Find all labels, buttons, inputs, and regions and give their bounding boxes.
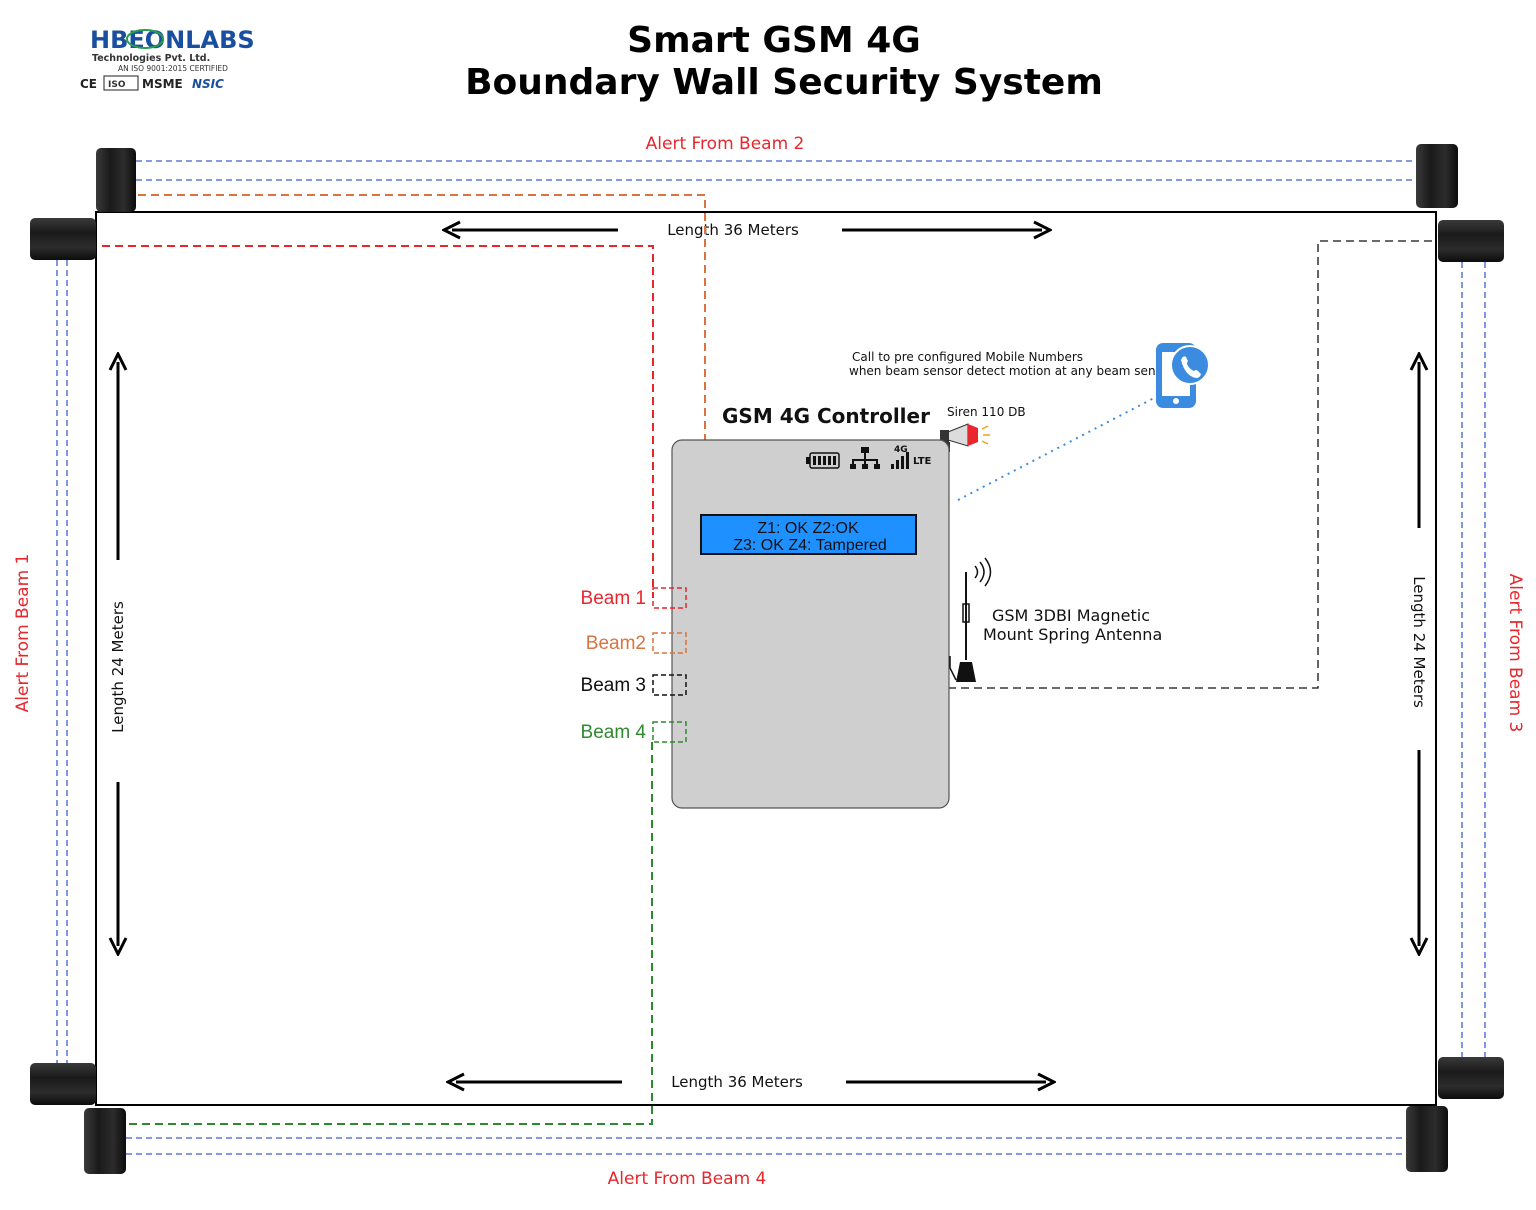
logo-certification: AN ISO 9001:2015 CERTIFIED: [118, 64, 228, 73]
signal-icon: 4G LTE: [891, 445, 932, 469]
antenna-label-line-2: Mount Spring Antenna: [983, 625, 1162, 644]
sensor-icon: [96, 148, 136, 212]
logo-badge-msme: MSME: [142, 77, 183, 91]
title-line-1: Smart GSM 4G: [627, 20, 921, 61]
sensor-icon: [1416, 144, 1458, 208]
sensor-icon: [1406, 1106, 1448, 1172]
dimension-bottom: Length 36 Meters: [671, 1073, 803, 1091]
dimension-right: Length 24 Meters: [1410, 576, 1428, 708]
logo-badge-iso: ISO: [108, 80, 126, 90]
siren-icon: [940, 423, 990, 452]
logo-badge-nsic: NSIC: [192, 77, 224, 91]
sensor-icon: [1438, 220, 1504, 262]
network-icon: [850, 447, 880, 469]
beam-4-terminal: [652, 721, 687, 743]
boundary-wall: [95, 211, 1437, 1106]
beam-3-label: Beam 3: [581, 675, 646, 696]
globe-icon: [126, 29, 164, 49]
battery-icon: [806, 452, 840, 469]
phone-link: [957, 397, 1155, 501]
company-logo: HBEONLABS Technologies Pvt. Ltd. AN ISO …: [80, 26, 255, 91]
logo-badge-ce: CE: [80, 77, 97, 91]
antenna-label-line-1: GSM 3DBI Magnetic: [992, 606, 1150, 625]
sensor-icon: [30, 1063, 96, 1105]
beam-2-terminal: [652, 632, 687, 654]
sensor-icon: [30, 218, 96, 260]
beam-4-label: Beam 4: [581, 722, 647, 743]
network-label: 4G: [894, 445, 908, 455]
logo-subtitle: Technologies Pvt. Ltd.: [92, 53, 210, 64]
beam-1-terminal: [652, 587, 687, 609]
controller-body: [671, 439, 950, 809]
dimension-arrows: [118, 230, 1419, 1082]
logo-badge-iso-frame: [103, 75, 139, 91]
call-note-line-2: when beam sensor detect motion at any be…: [849, 364, 1174, 378]
sensors: [30, 144, 1504, 1174]
siren-label: Siren 110 DB: [947, 405, 1026, 419]
beam-2-wire: [138, 194, 706, 645]
beam-4-wire: [128, 742, 653, 1125]
beam-3-wire: [688, 240, 1436, 689]
lcd-display: [700, 514, 917, 555]
lcd-line-2: Z3: OK Z4: Tampered: [733, 537, 887, 554]
dimension-left: Length 24 Meters: [109, 601, 127, 733]
call-note-line-1: Call to pre configured Mobile Numbers: [852, 350, 1083, 364]
beam-1-wire: [102, 245, 654, 598]
alert-beam-3: Alert From Beam 3: [1505, 574, 1525, 733]
alert-beam-1: Alert From Beam 1: [13, 554, 33, 713]
alert-beam-4: Alert From Beam 4: [608, 1169, 767, 1189]
lte-label: LTE: [913, 456, 932, 467]
beam-links: [56, 160, 1486, 1155]
alert-beam-2: Alert From Beam 2: [646, 134, 805, 154]
beam-3-terminal: [652, 674, 687, 696]
beam-2-label: Beam2: [586, 633, 646, 654]
dimension-top: Length 36 Meters: [667, 221, 799, 239]
title-line-2: Boundary Wall Security System: [465, 62, 1103, 103]
lcd-line-1: Z1: OK Z2:OK: [757, 520, 859, 537]
beam-1-label: Beam 1: [581, 588, 646, 609]
phone-call-icon: [1156, 343, 1210, 408]
antenna-icon: [949, 557, 992, 682]
logo-name: HBEONLABS: [90, 26, 255, 54]
sensor-icon: [1438, 1057, 1504, 1099]
controller-title: GSM 4G Controller: [722, 404, 930, 428]
sensor-icon: [84, 1108, 126, 1174]
